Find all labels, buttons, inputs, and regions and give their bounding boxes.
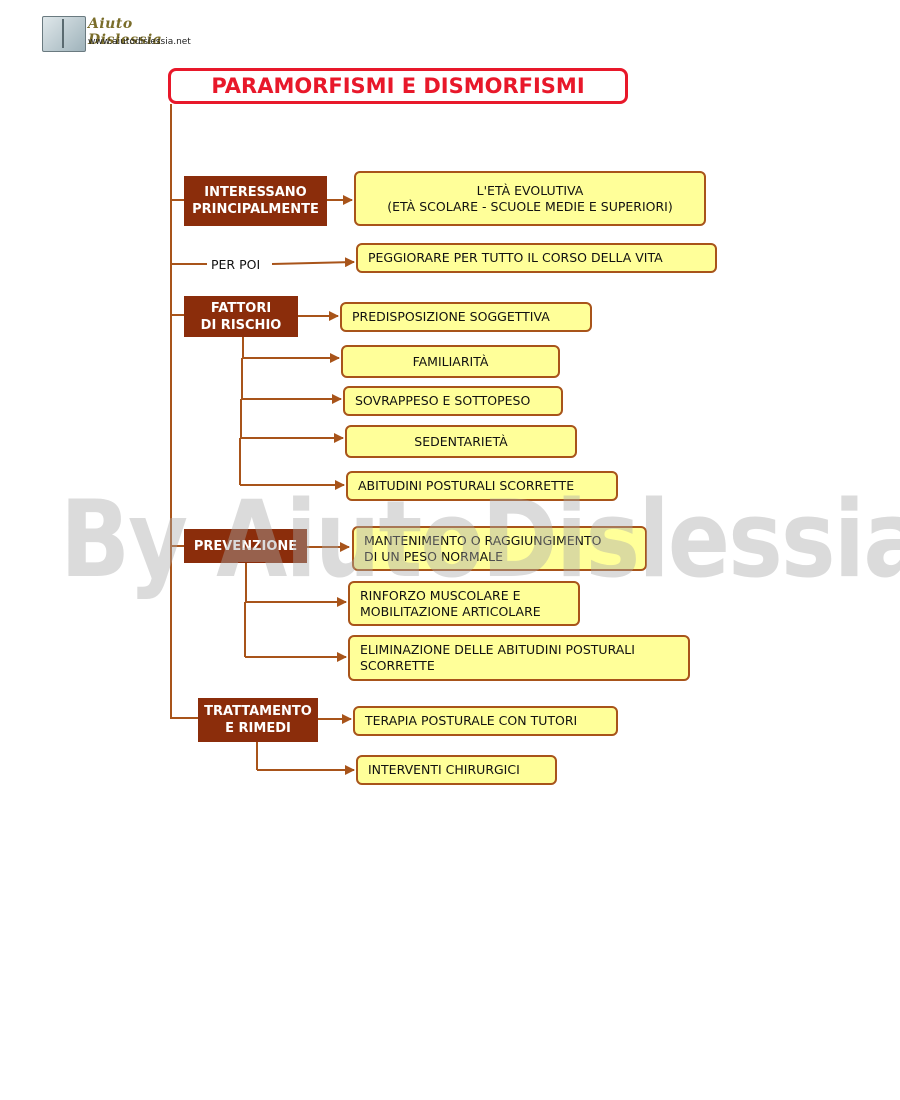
box-familiarita: FAMILIARITÀ xyxy=(341,345,560,378)
box-predisposizione: PREDISPOSIZIONE SOGGETTIVA xyxy=(340,302,592,332)
box-interventi-chirurgici: INTERVENTI CHIRURGICI xyxy=(356,755,557,785)
box-peggiorare: PEGGIORARE PER TUTTO IL CORSO DELLA VITA xyxy=(356,243,717,273)
diagram-title: PARAMORFISMI E DISMORFISMI xyxy=(168,68,628,104)
fattori-branch-line xyxy=(239,337,244,485)
logo-url: www.aiutodislessia.net xyxy=(88,37,191,47)
box-sovrappeso: SOVRAPPESO E SOTTOPESO xyxy=(343,386,563,416)
box-mantenimento-peso: MANTENIMENTO O RAGGIUNGIMENTO DI UN PESO… xyxy=(352,526,647,571)
box-rinforzo-muscolare: RINFORZO MUSCOLARE E MOBILITAZIONE ARTIC… xyxy=(348,581,580,626)
category-interessano: INTERESSANO PRINCIPALMENTE xyxy=(184,176,327,226)
box-sedentarieta: SEDENTARIETÀ xyxy=(345,425,577,458)
main-trunk-line xyxy=(170,104,199,719)
box-abitudini-posturali: ABITUDINI POSTURALI SCORRETTE xyxy=(346,471,618,501)
category-trattamento-e-rimedi: TRATTAMENTO E RIMEDI xyxy=(198,698,318,742)
category-fattori-di-rischio: FATTORI DI RISCHIO xyxy=(184,296,298,337)
arrow-to-peggiorare xyxy=(271,257,355,268)
logo-title: Aiuto Dislessia xyxy=(88,16,163,48)
box-eta-evolutiva: L'ETÀ EVOLUTIVA (ETÀ SCOLARE - SCUOLE ME… xyxy=(354,171,706,226)
book-icon xyxy=(42,16,86,52)
box-eliminazione-abitudini: ELIMINAZIONE DELLE ABITUDINI POSTURALI S… xyxy=(348,635,690,681)
site-logo: Aiuto Dislessia www.aiutodislessia.net xyxy=(42,16,202,56)
box-terapia-posturale: TERAPIA POSTURALE CON TUTORI xyxy=(353,706,618,736)
category-prevenzione: PREVENZIONE xyxy=(184,529,307,563)
prevenzione-branch-line xyxy=(244,563,247,657)
label-per-poi: PER POI xyxy=(211,257,261,272)
